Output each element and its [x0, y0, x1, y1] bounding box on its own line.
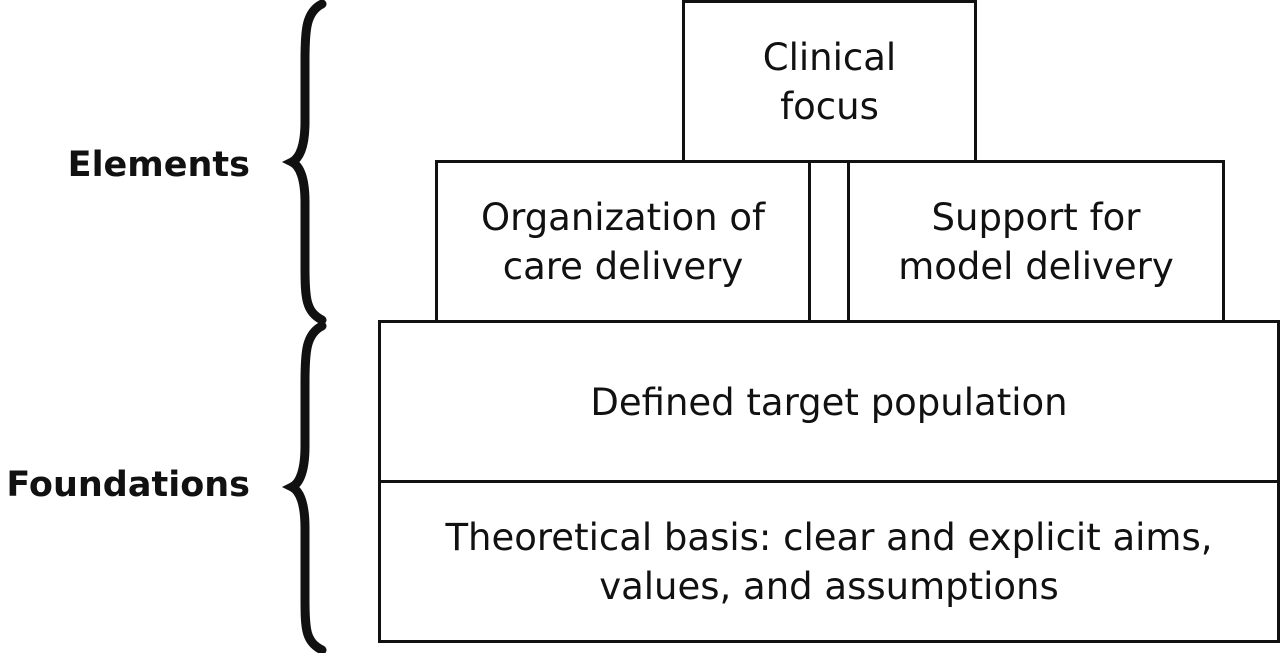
target-population-text: Defined target population: [590, 380, 1068, 424]
clinical-focus-box: Clinical focus: [682, 0, 977, 163]
support-for-model-box: Support for model delivery: [847, 160, 1225, 324]
clinical-focus-line-1: Clinical: [762, 35, 897, 79]
elements-label: Elements: [67, 145, 250, 185]
foundations-brace: [281, 321, 327, 653]
elements-brace: [281, 0, 327, 325]
foundations-label: Foundations: [6, 465, 250, 505]
theoretical-basis-line-1: Theoretical basis: clear and explicit ai…: [445, 515, 1213, 559]
theoretical-basis-box: Theoretical basis: clear and explicit ai…: [378, 480, 1280, 643]
middle-connector: [807, 160, 851, 324]
target-population-box: Defined target population: [378, 320, 1280, 484]
organization-of-care-box: Organization of care delivery: [435, 160, 811, 324]
theoretical-basis-line-2: values, and assumptions: [599, 564, 1059, 608]
support-line-1: Support for: [931, 196, 1141, 239]
organization-line-1: Organization of: [481, 196, 765, 239]
clinical-focus-line-2: focus: [780, 84, 879, 128]
support-line-2: model delivery: [898, 245, 1174, 288]
organization-line-2: care delivery: [502, 245, 744, 288]
